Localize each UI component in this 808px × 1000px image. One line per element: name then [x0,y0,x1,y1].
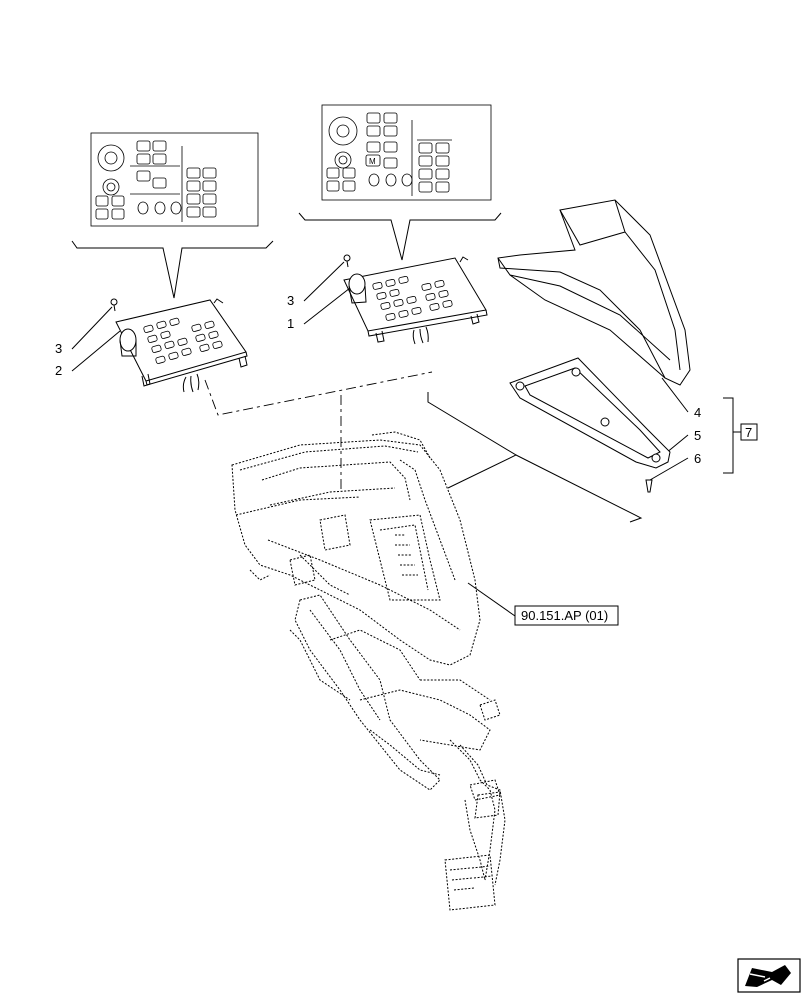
left-control-panel [110,298,248,393]
reference-callout[interactable]: 90.151.AP (01) [467,582,619,626]
callout-7-box [740,423,758,441]
callout-1: 1 [287,316,294,331]
callout-3-right: 3 [287,293,294,308]
callout-5: 5 [694,428,701,443]
right-control-panel [343,254,488,345]
right-panel-buttons [372,275,453,321]
screw [645,479,653,493]
callout-labels: 3 2 3 1 4 5 6 7 [55,293,758,474]
trim-cover [497,199,691,386]
bezel-plate [509,357,671,469]
reference-label[interactable]: 90.151.AP (01) [521,608,608,623]
console-assembly [231,431,506,911]
callout-4: 4 [694,405,701,420]
right-decal-detail: M [298,104,502,261]
svg-text:M: M [369,157,376,166]
left-panel-buttons [143,317,223,364]
callout-7: 7 [745,425,752,440]
callout-2: 2 [55,363,62,378]
left-decal-detail [71,132,274,299]
book-arrow-icon[interactable] [737,958,801,993]
callout-6: 6 [694,451,701,466]
callout-3-left: 3 [55,341,62,356]
leader-lines [71,261,689,481]
